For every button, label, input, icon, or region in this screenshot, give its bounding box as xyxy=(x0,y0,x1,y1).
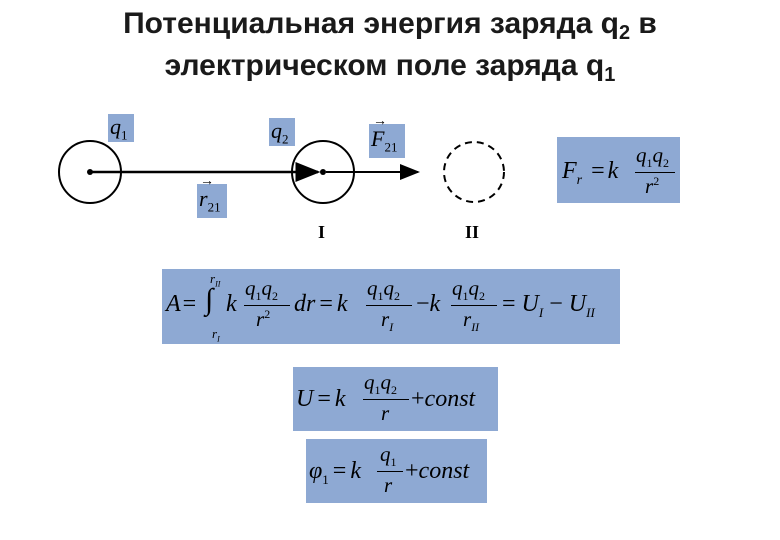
integral-lower-limit: rI xyxy=(212,326,220,344)
integral-upper-limit: rII xyxy=(210,271,221,289)
integral-sign: ∫ xyxy=(205,283,214,316)
work-frac1-bar xyxy=(244,305,290,306)
coulomb-denominator: r2 xyxy=(645,174,660,198)
coulomb-formula: Fr =k xyxy=(562,158,619,188)
potential-energy-num: q1q2 xyxy=(364,370,397,398)
page-title-line2: электрическом поле заряда q1 xyxy=(164,49,616,86)
potential-lhs: φ1=k xyxy=(309,458,361,487)
potential-num: q1 xyxy=(380,442,397,470)
label-q1-text: q1 xyxy=(110,114,128,143)
potential-fraction-bar xyxy=(377,471,403,472)
potential-energy-fraction-bar xyxy=(363,399,409,400)
coulomb-formula-box xyxy=(557,137,680,203)
position-label-II: II xyxy=(465,222,480,242)
label-q1 xyxy=(108,114,134,142)
work-frac1-den: r2 xyxy=(256,307,271,331)
charge2-dot xyxy=(320,169,326,175)
label-r21-text: →r21 xyxy=(199,174,221,215)
work-result: = UI − UII xyxy=(502,291,595,320)
charge2-final-dashed-circle xyxy=(443,141,505,203)
work-dr-k: dr=k xyxy=(294,291,348,317)
page-title-line1: Потенциальная энергия заряда q2 в xyxy=(123,7,657,44)
work-k1: k xyxy=(226,291,237,317)
potential-const: +const xyxy=(405,458,470,484)
work-frac2-den: rI xyxy=(381,307,394,335)
coulomb-fraction-bar xyxy=(635,172,675,173)
position-label-I: I xyxy=(318,222,326,242)
label-r21 xyxy=(197,184,227,218)
potential-energy-den: r xyxy=(381,401,390,425)
work-frac3-den: rII xyxy=(463,307,480,335)
potential-energy-const: +const xyxy=(411,386,476,412)
label-f21 xyxy=(369,124,405,158)
work-formula-box xyxy=(162,269,620,344)
work-frac3-bar xyxy=(451,305,497,306)
label-q2 xyxy=(269,118,295,146)
work-frac3-num: q1q2 xyxy=(452,276,485,304)
potential-den: r xyxy=(384,473,393,497)
coulomb-numerator: q1q2 xyxy=(636,143,669,171)
work-minus-k: −k xyxy=(416,291,441,317)
work-frac1-num: q1q2 xyxy=(245,276,278,304)
label-f21-text: →F21 xyxy=(371,114,398,155)
work-frac2-num: q1q2 xyxy=(367,276,400,304)
potential-energy-lhs: U=k xyxy=(296,386,346,412)
work-formula-A: A= xyxy=(166,291,197,317)
label-q2-text: q2 xyxy=(271,118,289,147)
work-frac2-bar xyxy=(366,305,412,306)
